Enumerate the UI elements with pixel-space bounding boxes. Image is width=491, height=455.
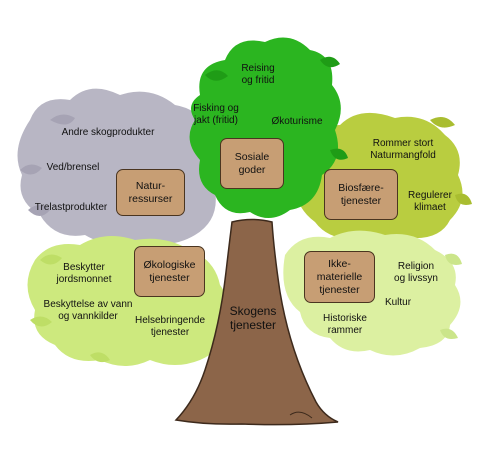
category-label: Biosfære- bbox=[338, 181, 384, 194]
trunk-label-line: tjenester bbox=[229, 318, 277, 332]
category-label: tjenester bbox=[319, 283, 360, 296]
item-text: Rommer stort bbox=[372, 138, 434, 149]
trunk-label-line: Skogens bbox=[229, 304, 277, 318]
item-label: Fisking og jakt (fritid) bbox=[184, 103, 248, 127]
item-text: Trelastprodukter bbox=[34, 202, 108, 213]
item-text: og livssyn bbox=[394, 273, 438, 284]
item-label: Økoturisme bbox=[264, 116, 330, 128]
item-text: klimaet bbox=[414, 202, 446, 213]
item-text: rammer bbox=[327, 325, 363, 336]
category-label: tjenester bbox=[340, 194, 382, 207]
item-text: Ved/brensel bbox=[46, 162, 100, 173]
item-text: Regulerer bbox=[408, 190, 452, 201]
item-label: Andre skogprodukter bbox=[58, 127, 158, 139]
item-label: Beskyttelse av vann og vannkilder bbox=[38, 299, 138, 323]
item-text: jakt (fritid) bbox=[194, 115, 238, 126]
category-label: Natur- bbox=[135, 179, 166, 192]
category-label: Sosiale bbox=[234, 150, 270, 163]
category-label: tjenester bbox=[149, 271, 190, 284]
item-label: Religion og livssyn bbox=[386, 261, 446, 285]
item-label: Trelastprodukter bbox=[30, 202, 112, 214]
item-text: Reising bbox=[241, 63, 275, 74]
category-label: Ikke- bbox=[328, 257, 351, 270]
item-label: Rommer stort Naturmangfold bbox=[364, 138, 442, 162]
category-label: materielle bbox=[316, 270, 363, 283]
item-text: Økoturisme bbox=[271, 116, 323, 127]
category-label: ressurser bbox=[128, 192, 173, 205]
item-label: Kultur bbox=[376, 297, 420, 309]
category-label: Økologiske bbox=[143, 258, 196, 271]
item-text: og vannkilder bbox=[58, 311, 118, 322]
item-text: tjenester bbox=[150, 327, 190, 338]
item-text: Religion bbox=[397, 261, 435, 272]
item-text: Andre skogprodukter bbox=[61, 127, 155, 138]
item-text: Naturmangfold bbox=[370, 150, 436, 161]
item-text: og fritid bbox=[241, 75, 275, 86]
trunk-label: Skogens tjenester bbox=[222, 304, 284, 332]
item-text: Beskytter bbox=[63, 262, 105, 273]
category-box-natural-resources: Natur-ressurser bbox=[116, 169, 185, 216]
item-text: Beskyttelse av vann bbox=[43, 299, 133, 310]
item-text: jordsmonnet bbox=[56, 274, 112, 285]
category-label: goder bbox=[238, 163, 266, 176]
item-label: Helsebringende tjenester bbox=[128, 315, 212, 339]
item-label: Beskytter jordsmonnet bbox=[52, 262, 116, 286]
item-text: Historiske bbox=[323, 313, 367, 324]
item-text: Fisking og bbox=[193, 103, 239, 114]
item-label: Historiske rammer bbox=[315, 313, 375, 337]
item-label: Reising og fritid bbox=[230, 63, 286, 87]
tree-trunk bbox=[174, 218, 339, 426]
item-text: Kultur bbox=[384, 297, 412, 308]
item-label: Regulerer klimaet bbox=[405, 190, 455, 214]
item-label: Ved/brensel bbox=[42, 162, 104, 174]
item-text: Helsebringende bbox=[134, 315, 206, 326]
category-box-biosphere-services: Biosfære-tjenester bbox=[324, 169, 398, 220]
